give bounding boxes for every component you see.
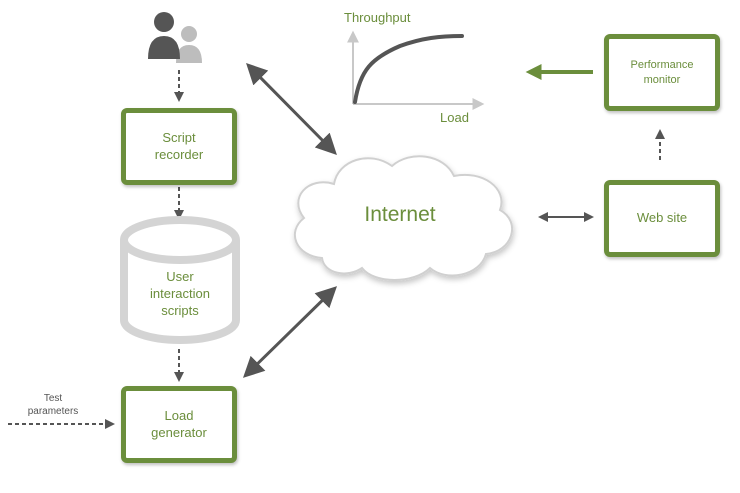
chart-xlabel: Load	[440, 110, 469, 125]
performance-monitor-label: Performance monitor	[630, 59, 694, 86]
test-parameters-label: Test parameters	[27, 393, 79, 417]
chart-ylabel: Throughput	[344, 10, 411, 25]
load-generator-label: Load generator	[151, 407, 207, 440]
load-generator-box: Load generator	[121, 386, 237, 463]
internet-label: Internet	[364, 203, 436, 226]
arrow-users-internet	[246, 63, 337, 155]
users-icon	[148, 12, 202, 63]
web-site-box: Web site	[604, 180, 720, 257]
user-scripts-label: User interaction scripts	[150, 269, 210, 318]
scripts-database	[120, 216, 240, 344]
web-site-label: Web site	[636, 210, 688, 226]
cloud-icon	[293, 155, 514, 281]
chart-curve	[353, 34, 464, 104]
throughput-chart	[347, 30, 485, 110]
performance-monitor-box: Performance monitor	[604, 34, 720, 111]
script-recorder-box: Script recorder	[121, 108, 237, 185]
script-recorder-label: Script recorder	[154, 129, 204, 162]
arrow-generator-internet	[242, 286, 338, 378]
